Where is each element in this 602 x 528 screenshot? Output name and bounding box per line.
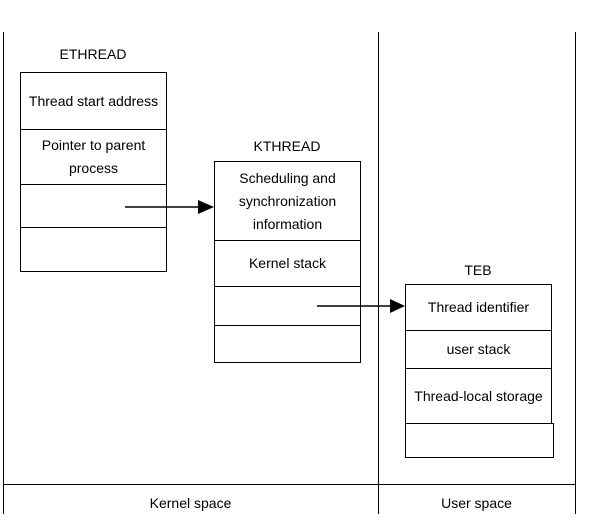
user-space-label: User space xyxy=(441,495,512,511)
ethread-field-empty xyxy=(20,227,167,272)
teb-field-thread-local-storage: Thread-local storage xyxy=(405,368,552,424)
kthread-to-teb-arrowhead xyxy=(390,299,405,313)
teb-field-empty xyxy=(405,423,554,458)
ethread-to-kthread-arrowhead xyxy=(198,200,214,214)
right-border-line xyxy=(575,32,576,514)
kernel-user-divider-line xyxy=(378,32,379,514)
kthread-field-scheduling-info: Scheduling and synchronization informati… xyxy=(214,161,361,241)
teb-field-user-stack: user stack xyxy=(405,330,552,369)
ethread-field-kthread-pointer xyxy=(20,184,167,228)
ethread-field-thread-start-address: Thread start address xyxy=(20,72,167,130)
left-border-line xyxy=(3,32,4,514)
teb-field-thread-identifier: Thread identifier xyxy=(405,284,552,331)
kernel-space-label: Kernel space xyxy=(149,495,232,511)
ethread-heading: ETHREAD xyxy=(59,46,127,62)
region-label-separator-line xyxy=(3,484,576,485)
kthread-heading: KTHREAD xyxy=(253,138,321,154)
kthread-field-empty xyxy=(214,325,361,363)
kthread-field-kernel-stack: Kernel stack xyxy=(214,240,361,288)
teb-heading: TEB xyxy=(464,262,492,278)
